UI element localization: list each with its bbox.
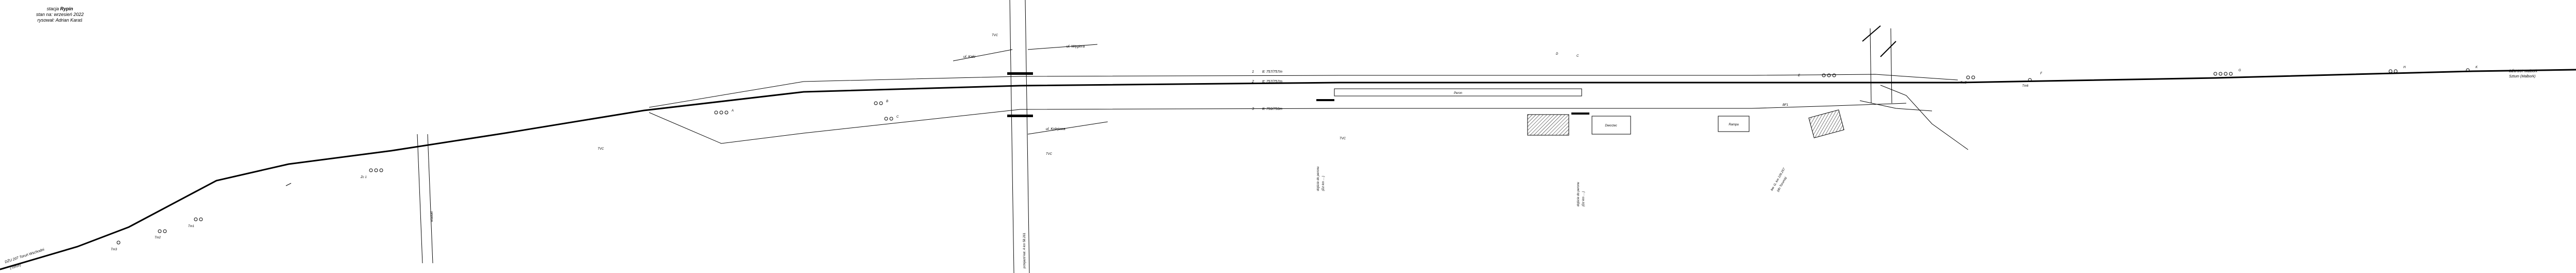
ramp-label: Rampa xyxy=(1728,123,1739,126)
right-end-label: DŹU 207 Malbork xyxy=(2509,69,2537,73)
signal-zc1: Zc 1 xyxy=(360,176,367,179)
track-2-label: tt: 757/757m xyxy=(1262,80,1282,84)
signal-group-right: Tm5 Tm6 F G H K xyxy=(1960,66,2478,88)
track-2-number: 2 xyxy=(1251,80,1254,84)
signal-tvc3: TVC xyxy=(1046,153,1053,156)
right-siding xyxy=(1859,100,1933,111)
road-center-a xyxy=(1009,0,1014,273)
signal-tm2: Tm2 xyxy=(155,236,161,239)
note-left: wiadukt xyxy=(431,211,434,222)
signal-tm1: Tm1 xyxy=(188,225,194,228)
signal-h: H xyxy=(2403,66,2406,69)
main-track-2 xyxy=(0,69,2576,270)
signal-f: F xyxy=(2040,72,2042,75)
switch-tag: BF1 xyxy=(1783,104,1788,107)
road-right-b xyxy=(1890,28,1892,104)
road-kolejowa xyxy=(1027,121,1108,135)
title-line3: rysował: Adrian Karaś xyxy=(37,18,82,23)
track-3-number: 3 xyxy=(1252,107,1254,111)
barrier-mark xyxy=(1862,25,1881,42)
barrier-mark xyxy=(1880,41,1896,57)
signal-g: G xyxy=(2239,69,2241,72)
signal-tm5: Tm5 xyxy=(1960,82,1967,85)
signal-c2: C xyxy=(1577,55,1579,58)
note-platform-right-sub: (Dz km ....) xyxy=(1582,191,1585,206)
depot-building xyxy=(1591,116,1631,135)
street-wegiera: ul. Węgiera xyxy=(1066,45,1085,49)
track-1 xyxy=(649,74,1958,108)
right-end-sub: Sztum (Malbork) xyxy=(2509,75,2535,78)
signal-tvc4: TVC xyxy=(1340,137,1346,140)
hatched-area xyxy=(1808,109,1844,138)
signal-group-left: Tm1 Tm2 Tm3 xyxy=(111,217,203,251)
road-left-a xyxy=(417,134,423,264)
street-kolejowa: ul. Kolejowa xyxy=(1046,127,1065,131)
street-kaki: ul. Kaki xyxy=(963,55,975,59)
road-right-a xyxy=(1870,28,1872,104)
signal-d1: D xyxy=(1556,53,1558,56)
break-mark xyxy=(285,183,292,186)
title-line2: stan na: wrzesień 2022 xyxy=(36,12,84,17)
track-1-number: 1 xyxy=(1252,70,1254,74)
signal-a: A xyxy=(731,109,734,113)
signal-tm6: Tm6 xyxy=(2022,85,2029,88)
signal-b: B xyxy=(886,100,888,103)
signal-group-mid-left: Zc 1 A B C TVC xyxy=(360,100,899,179)
branch-track xyxy=(1880,85,1969,150)
note-platform-left: dojście do peronu xyxy=(1317,166,1320,191)
signal-group-center: TVC TVC TVC D C E BF1 xyxy=(992,34,1836,156)
track-3 xyxy=(649,103,1907,144)
signal-k: K xyxy=(2476,66,2478,69)
signal-tvc2: TVC xyxy=(992,34,998,37)
station-name: Rypin xyxy=(60,6,73,11)
note-platform-left-sub: (Dz km ....) xyxy=(1322,176,1325,191)
signal-tvc1: TVC xyxy=(598,148,604,151)
note-center: przejazd kat. A km 58.261 xyxy=(1023,233,1026,269)
track-1-label: tt: 757/757m xyxy=(1262,70,1282,74)
ramp xyxy=(1718,116,1750,132)
road-center-b xyxy=(1025,0,1030,273)
road-left-b xyxy=(427,134,433,264)
signal-c1: C xyxy=(896,116,899,119)
road-wegiera xyxy=(1027,44,1098,50)
platform-label: Peron xyxy=(1454,92,1463,95)
title-block: stacja Rypin stan na: wrzesień 2022 ryso… xyxy=(36,6,84,23)
platform xyxy=(1334,88,1582,97)
signal-e1: E xyxy=(1798,74,1801,77)
title-line1: stacja xyxy=(46,6,59,11)
track-3-label: tt: 750/750m xyxy=(1262,107,1282,111)
depot-label: Dworzec xyxy=(1605,124,1617,127)
hatched-building xyxy=(1527,114,1569,136)
signal-tm3: Tm3 xyxy=(111,248,117,251)
note-platform-right: dojście do peronu xyxy=(1577,182,1580,206)
road-kaki xyxy=(953,49,1013,61)
